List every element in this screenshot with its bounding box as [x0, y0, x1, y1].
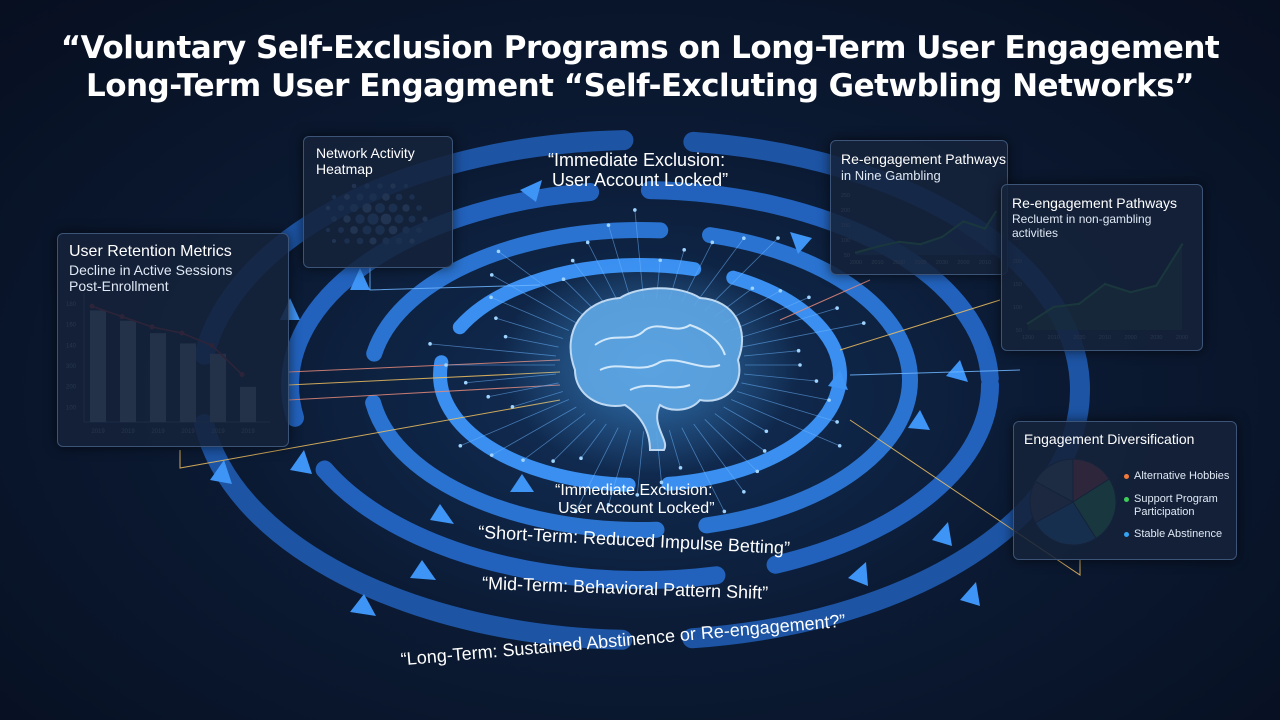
arrow-head [410, 560, 436, 580]
ring-arrows [210, 180, 980, 616]
neural-node [807, 295, 811, 300]
neural-node [458, 443, 463, 448]
connector [779, 279, 871, 321]
reengagement-a-subtitle: in Nine Gambling [841, 168, 941, 183]
arrow-head [848, 562, 868, 586]
legend-item-hobbies: Alternative Hobbies [1124, 470, 1229, 482]
reengagement-b-subtitle-2: activities [1012, 226, 1059, 240]
legend-item-support: Support Program [1124, 493, 1218, 505]
neural-node [837, 443, 842, 448]
neural-node [659, 480, 664, 485]
neural-node [444, 363, 448, 367]
arrow-head [828, 370, 848, 390]
neural-node [463, 380, 468, 385]
arrow-head [932, 522, 952, 546]
arrow-head [430, 504, 454, 524]
neural-node [585, 240, 590, 245]
neural-node [635, 493, 640, 497]
retention-subtitle-1: Decline in Active Sessions [69, 262, 233, 278]
brain-folds [594, 323, 726, 391]
diversification-title: Engagement Diversification [1024, 431, 1195, 447]
ring-2 [362, 222, 918, 538]
arrow-head [510, 474, 534, 492]
neural-node [861, 321, 866, 325]
stage-top-line2: User Account Locked” [552, 170, 729, 190]
neural-node [776, 236, 780, 240]
arrow-head [350, 268, 370, 290]
reengagement-panel-a: Re-engagement Pathways in Nine Gambling [830, 140, 1008, 275]
brain-illustration [500, 255, 800, 475]
neural-node [428, 342, 432, 346]
neural-node [633, 208, 637, 212]
neural-node [814, 379, 819, 383]
neural-node [742, 489, 746, 494]
neural-node [710, 240, 715, 245]
reengagement-a-title: Re-engagement Pathways [841, 151, 1006, 167]
title-line-2: Long-Term User Engagment “Self-Excluting… [85, 68, 1195, 104]
arrow-head [946, 360, 968, 382]
neural-node [551, 459, 555, 463]
neural-node [573, 509, 578, 514]
neural-node [489, 273, 494, 277]
arrow-head [290, 450, 312, 474]
legend-item-abstinence: Stable Abstinence [1124, 528, 1222, 540]
neural-node [570, 258, 575, 263]
connector [839, 299, 1001, 351]
legend-label: Support Program [1134, 493, 1218, 505]
heatmap-panel: Network Activity Heatmap [303, 136, 453, 268]
connector [849, 419, 1081, 576]
title-line-1: “Voluntary Self-Exclusion Programs on Lo… [60, 30, 1220, 66]
neural-node [835, 306, 839, 310]
arrow-head [210, 460, 232, 484]
stage-inner-line1: “Immediate Exclusion: [555, 482, 713, 499]
diversification-panel: Engagement Diversification Alternative H… [1013, 421, 1237, 560]
legend-item-support-line2: Participation [1134, 506, 1195, 518]
arrow-head [908, 410, 930, 430]
neural-node [778, 288, 783, 293]
arrow-head [790, 232, 812, 254]
arrow-head [350, 594, 376, 616]
neural-node [494, 316, 498, 320]
neural-node [682, 248, 686, 252]
neural-node [486, 394, 491, 399]
ring-outer [190, 130, 1090, 650]
stage-inner-line2: User Account Locked” [558, 500, 715, 517]
neural-node [606, 503, 611, 507]
neural-node [521, 458, 525, 462]
retention-subtitle-2: Post-Enrollment [69, 278, 169, 294]
arrow-head [520, 180, 542, 202]
stage-top-line1: “Immediate Exclusion: [548, 150, 726, 170]
retention-title: User Retention Metrics [69, 243, 232, 260]
legend-label: Stable Abstinence [1134, 528, 1223, 540]
neural-node [762, 449, 767, 453]
reengagement-panel-b: Re-engagement Pathways Recluemt in non-g… [1001, 184, 1203, 351]
connector [849, 369, 1021, 376]
retention-panel: User Retention Metrics Decline in Active… [57, 233, 289, 447]
neural-node [755, 469, 760, 474]
neural-node [496, 249, 501, 254]
neural-node [742, 236, 746, 241]
legend-label: Alternative Hobbies [1134, 470, 1230, 482]
neural-node [827, 398, 831, 402]
heatmap-title-line1: Network Activity [316, 145, 415, 161]
neural-node [722, 509, 727, 514]
neural-node [606, 223, 611, 227]
reengagement-b-title: Re-engagement Pathways [1012, 195, 1177, 211]
neural-node [489, 295, 493, 300]
connector [369, 265, 541, 291]
neural-node [489, 453, 494, 457]
neural-node [835, 420, 839, 424]
connector [179, 399, 561, 469]
reengagement-b-subtitle-1: Recluemt in non-gambling [1012, 212, 1152, 226]
arrow-head [960, 582, 980, 606]
heatmap-title-line2: Heatmap [316, 161, 373, 177]
